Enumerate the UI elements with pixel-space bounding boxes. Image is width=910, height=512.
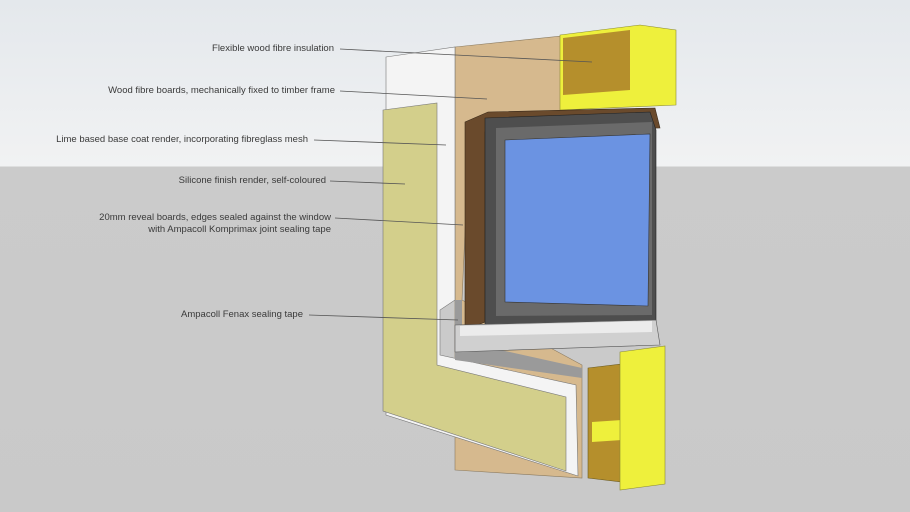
label-finish-render: Silicone finish render, self-coloured	[178, 175, 326, 186]
label-reveal-boards: 20mm reveal boards, edges sealed against…	[99, 212, 331, 236]
label-base-coat: Lime based base coat render, incorporati…	[56, 134, 308, 145]
sill-top	[460, 321, 652, 336]
bottom-insulation-yellow	[619, 345, 666, 491]
label-insulation: Flexible wood fibre insulation	[212, 43, 334, 54]
finish-render	[382, 102, 567, 472]
top-insulation-core	[563, 30, 630, 95]
bottom-insulation-band	[592, 420, 622, 442]
label-wood-fibre-boards: Wood fibre boards, mechanically fixed to…	[108, 85, 335, 96]
window-glass	[504, 133, 651, 307]
label-reveal-line2: with Ampacoll Komprimax joint sealing ta…	[148, 224, 331, 235]
sealing-tape	[455, 300, 582, 378]
leader-lines	[308, 48, 593, 321]
label-sealing-tape: Ampacoll Fenax sealing tape	[181, 309, 303, 320]
label-reveal-line1: 20mm reveal boards, edges sealed against…	[99, 212, 331, 223]
